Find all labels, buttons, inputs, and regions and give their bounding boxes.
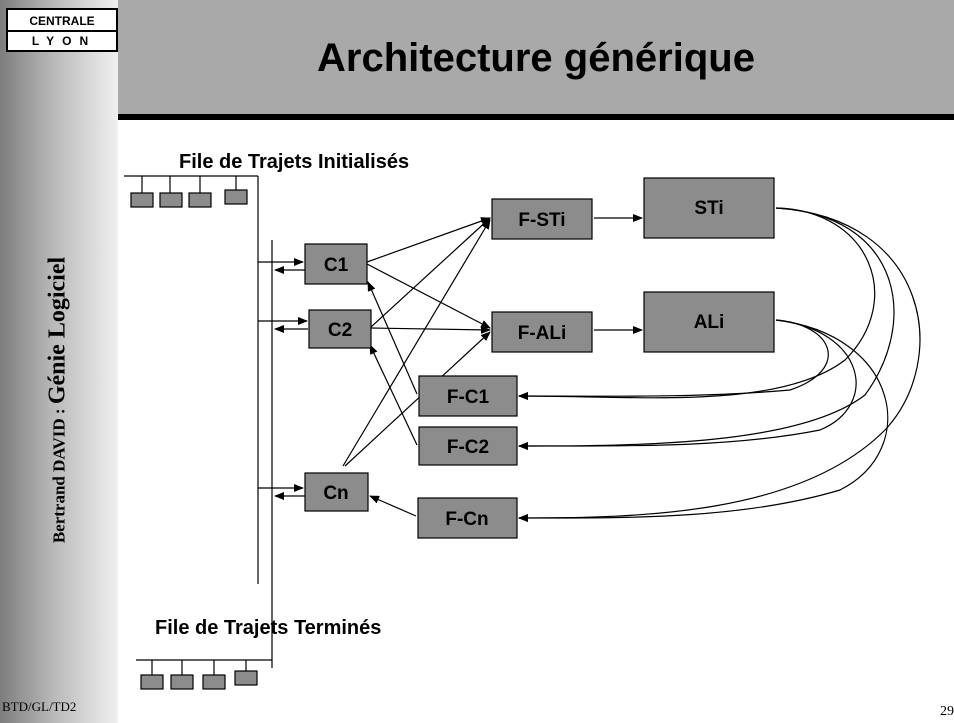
node-c1 xyxy=(304,243,368,285)
node-f-c2 xyxy=(418,426,518,466)
node-c1-label: C1 xyxy=(324,255,349,276)
node-c2 xyxy=(308,309,372,349)
node-f-ali xyxy=(491,311,593,353)
queue-slot xyxy=(188,192,212,208)
queue-slot xyxy=(224,189,248,205)
node-f-c2-label: F-C2 xyxy=(447,437,489,458)
node-sti-label: STi xyxy=(694,198,723,219)
queue-slot xyxy=(140,674,164,690)
node-f-c1-label: F-C1 xyxy=(447,387,490,408)
page-number: 29 xyxy=(940,704,954,719)
title-bar xyxy=(118,0,954,120)
top-queue xyxy=(124,175,258,208)
node-f-cn xyxy=(417,497,518,539)
node-f-ali-label: F-ALi xyxy=(518,323,567,344)
queue-slot xyxy=(159,192,183,208)
centrale-lyon-logo: CENTRALE LYON xyxy=(6,8,118,52)
logo-line2: LYON xyxy=(31,34,97,48)
node-ali xyxy=(643,291,775,353)
node-ali-label: ALi xyxy=(694,312,725,333)
footer-reference: BTD/GL/TD2 xyxy=(2,699,77,714)
node-cn-label: Cn xyxy=(323,483,348,504)
queue-bottom-label: File de Trajets Terminés xyxy=(155,617,381,639)
queue-slot xyxy=(170,674,194,690)
slide-title: Architecture générique xyxy=(317,36,755,80)
node-f-cn-label: F-Cn xyxy=(445,509,488,530)
node-c2-label: C2 xyxy=(328,320,352,341)
left-sidebar xyxy=(0,0,118,723)
queue-slot xyxy=(130,192,154,208)
node-cn xyxy=(304,472,369,512)
bottom-queue xyxy=(136,659,272,690)
logo-line1: CENTRALE xyxy=(8,12,116,32)
node-f-sti-label: F-STi xyxy=(518,210,565,231)
queue-top-label: File de Trajets Initialisés xyxy=(179,151,409,173)
queue-slot xyxy=(234,670,258,686)
node-sti xyxy=(643,177,775,239)
node-f-c1 xyxy=(418,375,518,417)
node-f-sti xyxy=(491,198,593,240)
queue-slot xyxy=(202,674,226,690)
